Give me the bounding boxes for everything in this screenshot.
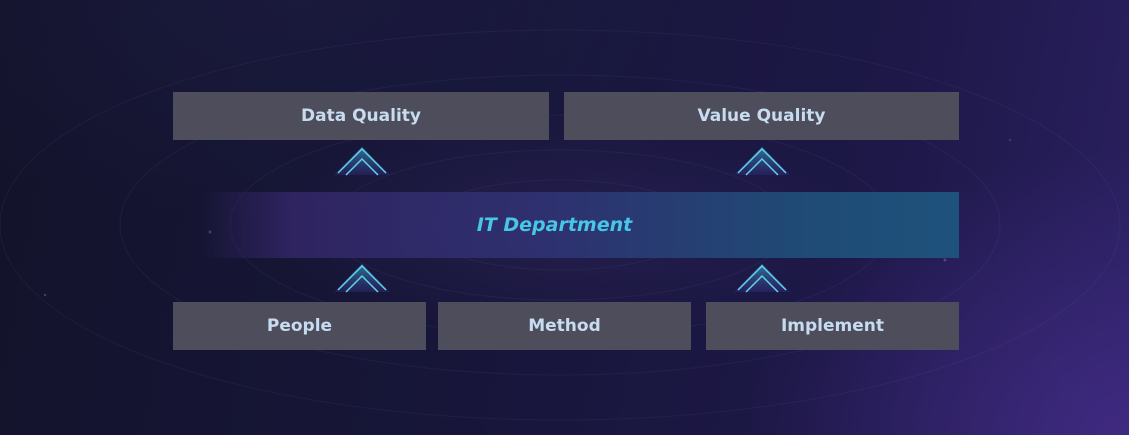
implement-box: Implement (706, 302, 959, 350)
implement-label: Implement (780, 316, 885, 336)
value-quality-label: Value Quality (697, 106, 826, 126)
method-box: Method (438, 302, 691, 350)
people-label: People (266, 316, 333, 336)
value-quality-box: Value Quality (564, 92, 959, 140)
people-box: People (173, 302, 426, 350)
it-department-band: IT Department (200, 192, 959, 258)
method-label: Method (528, 316, 601, 336)
up-arrow-icon (734, 264, 790, 293)
data-quality-box: Data Quality (173, 92, 549, 140)
up-arrow-icon (334, 264, 390, 293)
it-department-label: IT Department (476, 214, 633, 236)
data-quality-label: Data Quality (301, 106, 421, 126)
up-arrow-icon (334, 147, 390, 176)
up-arrow-icon (734, 147, 790, 176)
